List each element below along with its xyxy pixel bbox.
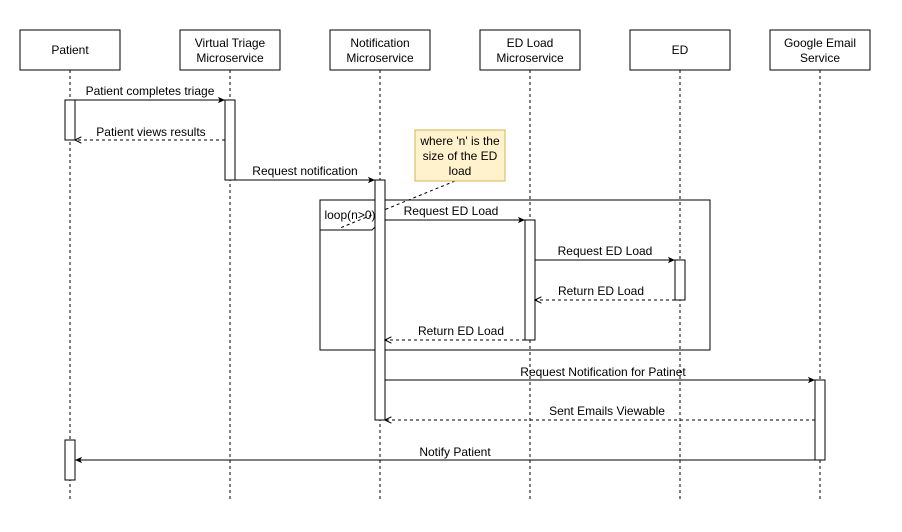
participant-email-label-1: Google Email [784, 36, 856, 50]
activation-email [814, 379, 826, 461]
participant-notification-label-1: Notification [350, 36, 409, 50]
participant-edload[interactable]: ED Load Microservice [479, 29, 581, 71]
participant-triage[interactable]: Virtual Triage Microservice [179, 29, 281, 71]
activation-patient-1 [64, 99, 76, 141]
message-label-1: Patient completes triage [86, 84, 215, 98]
note-line-2: size of the ED [423, 149, 498, 163]
participant-patient[interactable]: Patient [19, 29, 121, 71]
message-label-4: Request ED Load [404, 204, 499, 218]
message-label-6: Return ED Load [558, 284, 644, 298]
participant-ed-label: ED [672, 43, 689, 57]
activation-notification [374, 179, 386, 421]
message-label-9: Sent Emails Viewable [549, 404, 665, 418]
participant-edload-label-1: ED Load [507, 36, 554, 50]
message-label-10: Notify Patient [419, 445, 491, 459]
message-label-5: Request ED Load [558, 244, 653, 258]
participant-triage-label-2: Microservice [196, 51, 264, 65]
note: where 'n' is the size of the ED load [339, 129, 506, 229]
participant-notification-label-2: Microservice [346, 51, 414, 65]
message-label-2: Patient views results [96, 125, 205, 139]
activations [64, 99, 826, 481]
participants: Patient Virtual Triage Microservice Noti… [19, 29, 871, 71]
loop-frame: loop(n>0) [319, 199, 711, 351]
note-line-1: where 'n' is the [419, 134, 500, 148]
participant-ed[interactable]: ED [629, 29, 731, 71]
message-label-3: Request notification [252, 164, 357, 178]
participant-edload-label-2: Microservice [496, 51, 564, 65]
message-label-8: Request Notification for Patinet [520, 365, 686, 379]
activation-triage [224, 99, 236, 181]
activation-ed [674, 259, 686, 301]
loop-label: loop(n>0) [324, 208, 375, 222]
note-connector [339, 180, 456, 229]
message-label-7: Return ED Load [418, 324, 504, 338]
note-line-3: load [449, 164, 472, 178]
participant-email[interactable]: Google Email Service [769, 29, 871, 71]
participant-email-label-2: Service [800, 51, 840, 65]
participant-patient-label: Patient [51, 43, 89, 57]
participant-triage-label-1: Virtual Triage [195, 36, 266, 50]
messages: Patient completes triage Patient views r… [75, 84, 815, 464]
note-box [414, 129, 506, 182]
participant-notification[interactable]: Notification Microservice [329, 29, 431, 71]
activation-patient-2 [64, 439, 76, 481]
activation-edload [524, 219, 536, 341]
